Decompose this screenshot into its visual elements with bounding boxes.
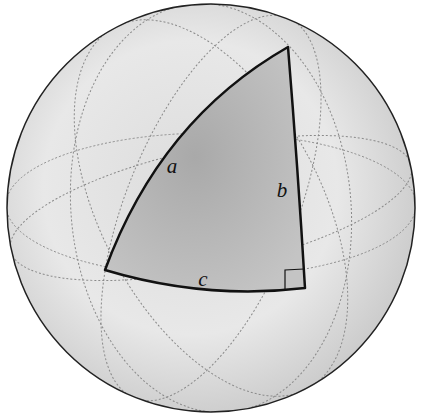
sphere-outline — [7, 4, 415, 412]
side-label: a — [167, 156, 178, 177]
right-angle-mark — [285, 269, 304, 289]
spherical-triangle — [105, 47, 305, 291]
side-label: b — [277, 180, 288, 201]
sphere — [7, 4, 415, 412]
side-label: c — [198, 269, 207, 290]
